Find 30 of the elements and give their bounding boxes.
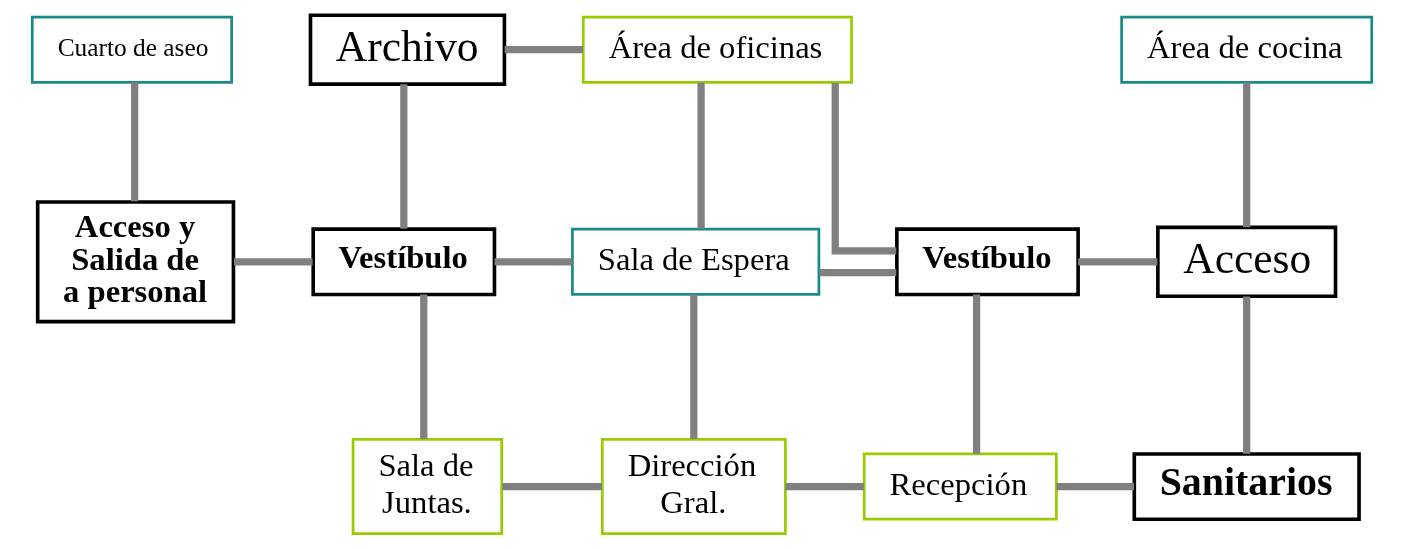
connector — [689, 294, 697, 439]
node-box: Archivo — [308, 13, 506, 86]
node-box: Sala de Juntas. — [351, 438, 503, 536]
connector — [1077, 258, 1157, 266]
node-box: Recepción — [862, 452, 1058, 521]
connector — [419, 294, 427, 439]
connector — [831, 82, 896, 255]
connector — [504, 46, 583, 54]
node-box: Sala de Espera — [570, 227, 820, 296]
node-box: Dirección Gral. — [600, 438, 787, 536]
connector — [785, 482, 864, 491]
node-box: Vestíbulo — [310, 227, 496, 297]
connector — [1055, 482, 1134, 491]
node-box: Acceso y Salida de a personal — [35, 200, 235, 324]
connector — [233, 258, 313, 266]
node-box: Vestíbulo — [894, 227, 1080, 297]
connector — [818, 269, 896, 277]
connector — [501, 482, 602, 491]
connector — [1242, 82, 1250, 228]
connector — [972, 294, 980, 454]
connector — [130, 82, 138, 202]
connector — [399, 84, 407, 229]
node-box: Cuarto de aseo — [30, 15, 233, 84]
connector — [1242, 296, 1250, 454]
node-box: Acceso — [1155, 225, 1337, 299]
node-box: Área de cocina — [1119, 15, 1373, 84]
node-box: Sanitarios — [1132, 452, 1361, 521]
connector — [696, 82, 705, 229]
node-box: Área de oficinas — [581, 15, 853, 84]
connector — [494, 258, 572, 266]
